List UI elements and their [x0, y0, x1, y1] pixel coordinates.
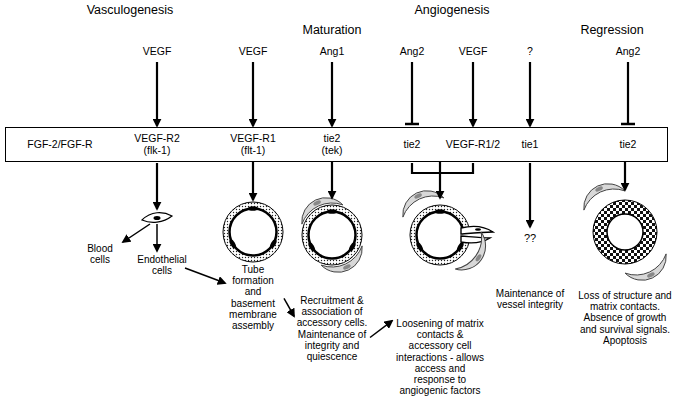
process-arrow: [331, 162, 333, 198]
progression-arrow: [185, 268, 225, 283]
fate-arrow: [156, 224, 158, 251]
process-arrow: [624, 162, 626, 190]
stage-title: Angiogenesis: [392, 3, 512, 17]
stimulation-arrow: [252, 62, 254, 126]
process-arrow: [252, 162, 254, 200]
caption-text: Recruitment & association of accessory c…: [295, 295, 369, 362]
vessel-illustration: Loosening of matrix contacts & accessory…: [392, 198, 488, 396]
receptor-name: FGF-2/FGF-R: [15, 139, 105, 151]
sprouting-vessel-illustration: [403, 191, 495, 276]
ligand-name: Ang1: [310, 46, 354, 58]
cell-label: Endothelial cells: [132, 254, 192, 276]
vessel-ring: [223, 202, 283, 262]
receptor-name: tie2: [392, 139, 432, 151]
signal-arrow: [529, 163, 531, 227]
inhibition-line: [627, 62, 629, 124]
ligand-name: VEGF: [135, 46, 179, 58]
tube-illustration: [223, 202, 283, 262]
ligand-name: ?: [515, 46, 545, 58]
vessel-ring: [302, 205, 362, 265]
inhibition-line: [411, 62, 413, 124]
stimulation-arrow: [156, 62, 158, 126]
vessel-illustration: Tube formation and basement membrane ass…: [222, 200, 284, 331]
cell-nucleus: [475, 228, 481, 231]
receptor-name: tie2: [608, 139, 648, 151]
vessel-illustration: Recruitment & association of accessory c…: [294, 198, 370, 362]
stimulation-arrow: [529, 62, 531, 126]
receptor-name: VEGF-R2 (flk-1): [132, 133, 182, 157]
accessory-cell: [302, 198, 343, 224]
cell-body: [142, 213, 172, 223]
caption-text: Loss of structure and matrix contacts. A…: [575, 290, 675, 346]
inhibition-bar: [405, 123, 419, 126]
receptor-name: VEGF-R1 (flt-1): [228, 133, 278, 157]
process-arrow: [439, 162, 441, 198]
disrupted-wall: [593, 200, 657, 264]
caption-text: Tube formation and basement membrane ass…: [227, 264, 279, 331]
caption-text: Loosening of matrix contacts & accessory…: [394, 318, 486, 396]
ligand-name: VEGF: [451, 46, 495, 58]
precursor-cell: [142, 213, 172, 223]
inhibition-bar: [621, 123, 635, 126]
sprout-cell: [461, 226, 493, 234]
accessory-cell: [625, 254, 666, 280]
vessel-illustration: Loss of structure and matrix contacts. A…: [575, 190, 675, 346]
stage-title: Regression: [557, 23, 667, 37]
accessory-cell: [403, 191, 444, 217]
ligand-arrows: [97, 62, 635, 283]
fate-arrow: [123, 224, 150, 242]
stage-title: Vasculogenesis: [65, 3, 195, 17]
receptor-name: VEGF-R1/2: [443, 139, 503, 151]
receptor-band: FGF-2/FGF-R VEGF-R2 (flk-1) VEGF-R1 (flt-1…: [5, 127, 668, 162]
ligand-name: Ang2: [390, 46, 434, 58]
cell-label: Blood cells: [82, 243, 118, 265]
unknown-mark: ??: [515, 232, 545, 244]
bracket: [412, 163, 473, 173]
stimulation-arrow: [331, 62, 333, 126]
stimulation-arrow: [472, 62, 474, 126]
mature-vessel-illustration: [302, 198, 362, 273]
cell-nucleus: [154, 216, 161, 220]
receptor-name: tie1: [510, 139, 550, 151]
regressing-vessel-illustration: [584, 184, 666, 281]
process-arrow: [284, 298, 294, 316]
accessory-cell: [321, 246, 362, 272]
accessory-cell: [584, 184, 625, 210]
lumen: [607, 214, 643, 250]
ligand-name: VEGF: [231, 46, 275, 58]
signal-arrow: [156, 163, 158, 209]
function-caption: Maintenance of vessel integrity: [494, 288, 566, 310]
receptor-name: tie2 (tek): [314, 133, 350, 157]
accessory-cell: [446, 232, 495, 275]
ligand-name: Ang2: [606, 46, 650, 58]
stage-title: Maturation: [282, 23, 382, 37]
process-arrow: [370, 321, 392, 338]
